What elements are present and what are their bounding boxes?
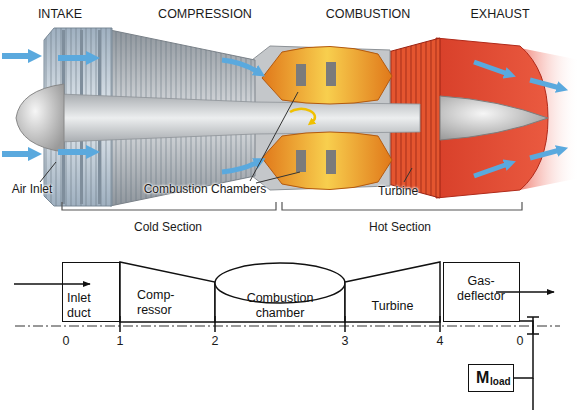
station-number: 1 bbox=[117, 334, 124, 348]
section-heading: EXHAUST bbox=[470, 7, 529, 21]
leader-line bbox=[250, 92, 298, 181]
compressor-outline bbox=[120, 262, 215, 322]
gas-deflector-box: Gas- deflector bbox=[443, 262, 520, 322]
box-label: Turbine bbox=[350, 299, 435, 314]
leader-line bbox=[256, 172, 300, 183]
shaft-coupling bbox=[532, 317, 534, 334]
flow-out-arrow bbox=[496, 291, 554, 293]
station-number: 0 bbox=[63, 334, 70, 348]
exhaust-cone bbox=[440, 96, 548, 140]
station-number: 3 bbox=[342, 334, 349, 348]
airflow-arrow bbox=[530, 80, 560, 88]
load-box: Mload bbox=[468, 364, 514, 392]
airflow-arrow bbox=[58, 55, 90, 61]
leader-line bbox=[404, 168, 412, 182]
combustion-chamber-box: Combustion chamber bbox=[215, 262, 345, 322]
shaft-connector bbox=[514, 321, 533, 378]
section-label: Hot Section bbox=[369, 220, 431, 234]
station-tick bbox=[119, 316, 121, 332]
airflow-arrow bbox=[530, 150, 560, 158]
box-subscript: load bbox=[490, 376, 511, 388]
airflow-arrow bbox=[474, 62, 508, 74]
turbine-outline bbox=[345, 262, 440, 322]
airflow-arrow bbox=[2, 53, 32, 59]
section-bracket bbox=[62, 202, 276, 210]
leader-line bbox=[40, 162, 56, 182]
center-line bbox=[15, 326, 560, 327]
rotation-arrow bbox=[290, 109, 315, 122]
shaft-coupling bbox=[527, 333, 539, 335]
station-tick bbox=[214, 316, 216, 332]
box-label: Gas- deflector bbox=[448, 274, 514, 304]
shaft-coupling bbox=[527, 316, 539, 318]
box-label: M bbox=[476, 369, 489, 387]
box-label: Combustion chamber bbox=[230, 291, 330, 321]
compressor-box: Comp- ressor bbox=[120, 262, 215, 322]
section-heading: COMPRESSION bbox=[158, 7, 252, 21]
fuel-nozzle bbox=[296, 64, 306, 86]
exhaust-nozzle bbox=[436, 38, 548, 198]
station-number: 0 bbox=[517, 334, 524, 348]
section-bracket bbox=[282, 202, 522, 210]
section-heading: INTAKE bbox=[38, 7, 82, 21]
fuel-nozzle bbox=[296, 150, 306, 172]
combustion-chamber bbox=[262, 46, 392, 104]
section-heading: COMBUSTION bbox=[326, 7, 411, 21]
fuel-nozzle bbox=[326, 150, 336, 174]
airflow-arrow bbox=[222, 162, 258, 172]
combustion-chamber bbox=[262, 132, 392, 190]
inlet-duct-box: Inlet duct bbox=[62, 262, 120, 322]
part-label: Combustion Chambers bbox=[144, 182, 267, 196]
station-number: 2 bbox=[212, 334, 219, 348]
part-label: Air Inlet bbox=[12, 182, 53, 196]
turbine-box: Turbine bbox=[345, 262, 440, 322]
box-label: Inlet duct bbox=[67, 291, 115, 321]
fuel-nozzle bbox=[326, 62, 336, 86]
load-shaft bbox=[532, 378, 534, 410]
station-tick bbox=[344, 316, 346, 332]
part-label: Turbine bbox=[378, 184, 418, 198]
airflow-arrow bbox=[474, 164, 508, 176]
airflow-arrow bbox=[58, 149, 90, 155]
airflow-arrow bbox=[222, 60, 258, 72]
flow-in-arrow bbox=[14, 283, 90, 285]
station-number: 4 bbox=[437, 334, 444, 348]
box-label: Comp- ressor bbox=[137, 288, 187, 318]
section-label: Cold Section bbox=[134, 220, 202, 234]
nose-cone bbox=[16, 84, 64, 152]
airflow-arrow bbox=[2, 151, 32, 157]
station-tick bbox=[439, 316, 441, 332]
